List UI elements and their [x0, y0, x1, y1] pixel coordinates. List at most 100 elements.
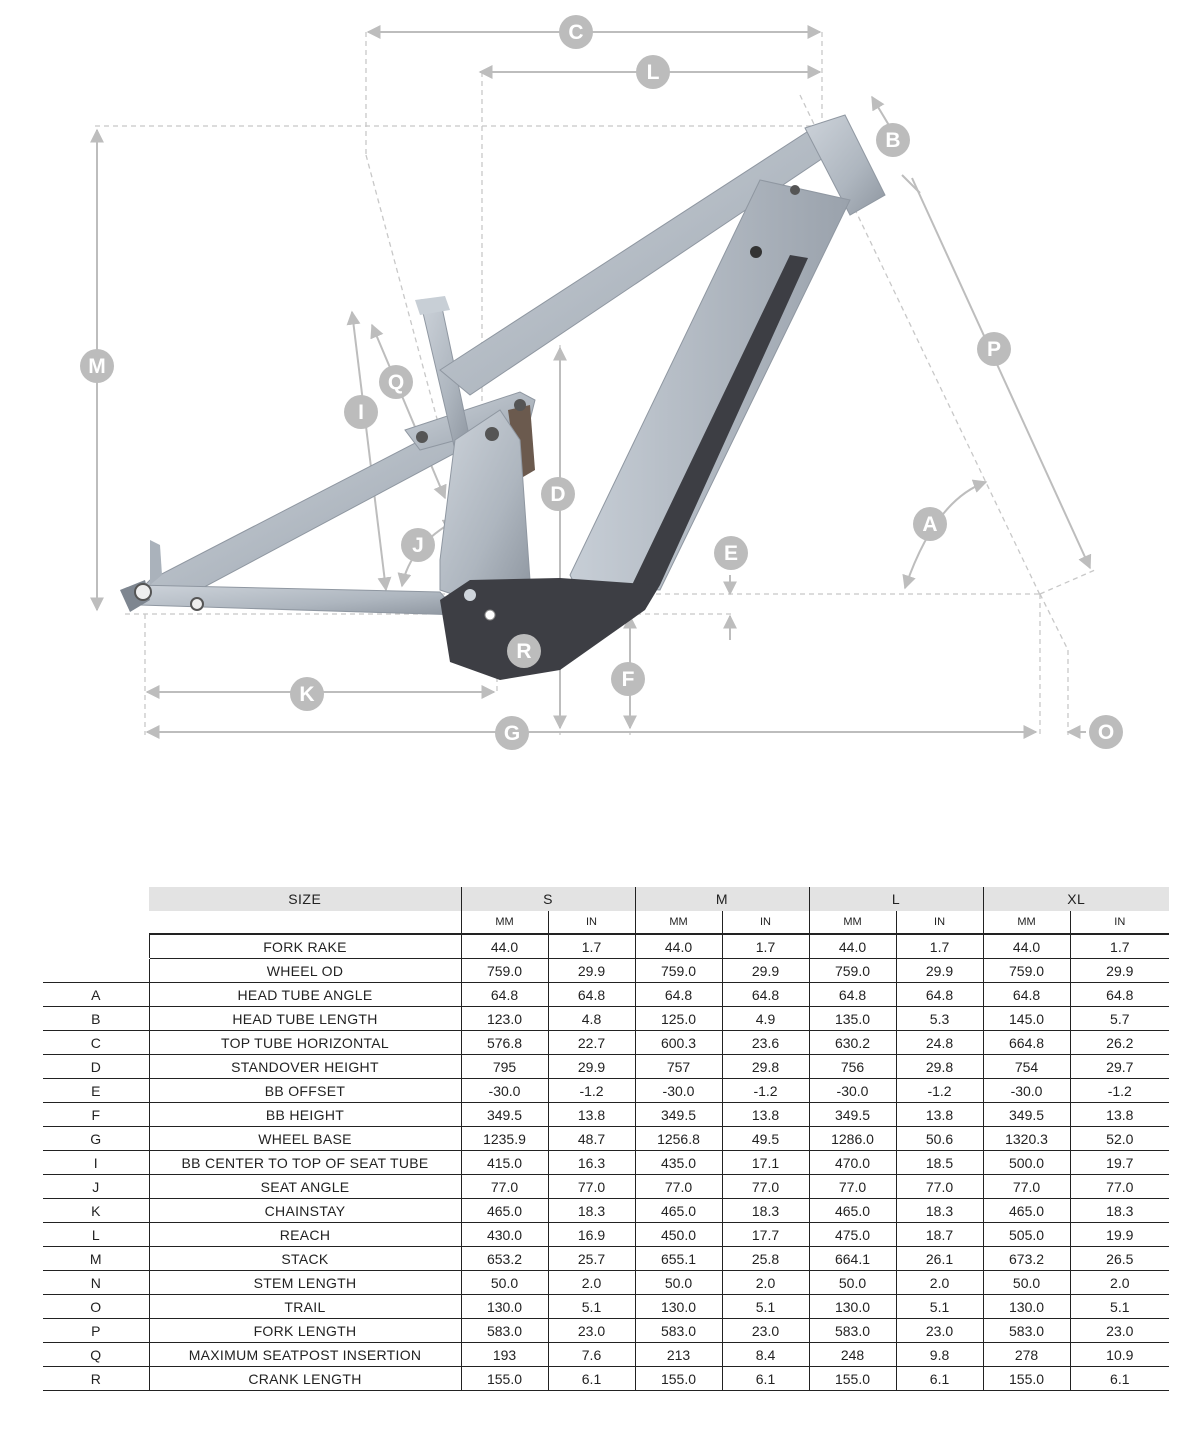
row-measurement-name: STACK: [149, 1246, 461, 1271]
cell-mm-value: 1320.3: [982, 1126, 1071, 1151]
cell-mm-value: 130.0: [634, 1294, 722, 1319]
cell-mm-value: 130.0: [460, 1294, 548, 1319]
cell-in-value: 29.9: [721, 958, 810, 983]
row-letter: K: [43, 1198, 150, 1223]
cell-in-value: 13.8: [1069, 1102, 1170, 1127]
unit-header: IN: [547, 911, 635, 935]
cell-mm-value: 1235.9: [460, 1126, 548, 1151]
cell-in-value: 23.0: [547, 1318, 635, 1343]
cell-mm-value: -30.0: [460, 1078, 548, 1103]
cell-in-value: 6.1: [547, 1366, 635, 1391]
cell-mm-value: 213: [634, 1342, 722, 1367]
row-letter: [43, 934, 149, 959]
dim-label-E: E: [714, 536, 748, 570]
dim-label-A: A: [913, 507, 947, 541]
dim-label-text: E: [724, 542, 738, 565]
cell-in-value: -1.2: [721, 1078, 810, 1103]
cell-mm-value: 450.0: [634, 1222, 722, 1247]
cell-mm-value: 583.0: [460, 1318, 548, 1343]
cell-in-value: 8.4: [721, 1342, 810, 1367]
dimension-labels: C L B M P Q I D A J E R F K G O: [80, 15, 1123, 750]
cell-mm-value: 77.0: [982, 1174, 1071, 1199]
row-measurement-name: WHEEL BASE: [149, 1126, 461, 1151]
dim-label-F: F: [611, 662, 645, 696]
cell-mm-value: 50.0: [808, 1270, 897, 1295]
cell-mm-value: 155.0: [634, 1366, 722, 1391]
cell-in-value: 2.0: [721, 1270, 810, 1295]
cell-in-value: 77.0: [1069, 1174, 1170, 1199]
row-letter: M: [43, 1246, 150, 1271]
cell-in-value: 18.3: [1069, 1198, 1170, 1223]
cell-in-value: -1.2: [547, 1078, 635, 1103]
cell-mm-value: 630.2: [808, 1030, 897, 1055]
cell-in-value: 1.7: [895, 934, 984, 959]
cell-mm-value: 600.3: [634, 1030, 722, 1055]
cell-mm-value: 77.0: [808, 1174, 897, 1199]
dim-label-text: O: [1098, 721, 1114, 744]
cell-mm-value: 155.0: [982, 1366, 1071, 1391]
cell-mm-value: 757: [634, 1054, 722, 1079]
cell-mm-value: 349.5: [808, 1102, 897, 1127]
row-letter: B: [43, 1006, 150, 1031]
cell-in-value: 2.0: [547, 1270, 635, 1295]
cell-mm-value: 349.5: [982, 1102, 1071, 1127]
dim-label-M: M: [80, 349, 114, 383]
cell-in-value: 52.0: [1069, 1126, 1170, 1151]
cell-in-value: 29.8: [895, 1054, 984, 1079]
cell-mm-value: 759.0: [460, 958, 548, 983]
dim-label-J: J: [401, 528, 435, 562]
cell-in-value: 18.7: [895, 1222, 984, 1247]
row-letter: O: [43, 1294, 150, 1319]
cell-in-value: 29.9: [1069, 958, 1170, 983]
row-letter: [43, 958, 150, 983]
cell-in-value: 1.7: [1069, 934, 1170, 959]
cell-mm-value: 193: [460, 1342, 548, 1367]
unit-header: MM: [634, 911, 722, 935]
cell-in-value: 13.8: [547, 1102, 635, 1127]
cell-mm-value: 50.0: [460, 1270, 548, 1295]
row-measurement-name: REACH: [149, 1222, 461, 1247]
row-letter: C: [43, 1030, 150, 1055]
cell-mm-value: 125.0: [634, 1006, 722, 1031]
cell-mm-value: 123.0: [460, 1006, 548, 1031]
row-measurement-name: BB HEIGHT: [149, 1102, 461, 1127]
cell-mm-value: 583.0: [982, 1318, 1071, 1343]
unit-header: IN: [1069, 911, 1170, 935]
cell-mm-value: 64.8: [460, 982, 548, 1007]
unit-header: IN: [895, 911, 984, 935]
row-measurement-name: BB CENTER TO TOP OF SEAT TUBE: [149, 1150, 461, 1175]
row-measurement-name: TOP TUBE HORIZONTAL: [149, 1030, 461, 1055]
row-measurement-name: BB OFFSET: [149, 1078, 461, 1103]
cell-in-value: 29.8: [721, 1054, 810, 1079]
cell-mm-value: 754: [982, 1054, 1071, 1079]
cell-mm-value: 44.0: [808, 934, 897, 959]
cell-mm-value: 278: [982, 1342, 1071, 1367]
dim-label-G: G: [495, 716, 529, 750]
dim-label-D: D: [541, 477, 575, 511]
header-blank: [43, 911, 149, 934]
row-letter: I: [43, 1150, 150, 1175]
unit-header: IN: [721, 911, 810, 935]
row-letter: F: [43, 1102, 150, 1127]
size-header-label: SIZE: [149, 887, 461, 911]
row-letter: N: [43, 1270, 150, 1295]
cell-in-value: 49.5: [721, 1126, 810, 1151]
cell-in-value: 1.7: [547, 934, 635, 959]
cell-in-value: 23.6: [721, 1030, 810, 1055]
row-letter: A: [43, 982, 150, 1007]
dim-label-B: B: [876, 123, 910, 157]
cell-mm-value: 583.0: [808, 1318, 897, 1343]
row-measurement-name: HEAD TUBE LENGTH: [149, 1006, 461, 1031]
cell-in-value: 64.8: [895, 982, 984, 1007]
cell-mm-value: 155.0: [808, 1366, 897, 1391]
unit-header: MM: [808, 911, 897, 935]
dim-label-text: K: [299, 683, 314, 706]
cell-mm-value: 465.0: [982, 1198, 1071, 1223]
dim-label-P: P: [977, 332, 1011, 366]
row-letter: J: [43, 1174, 150, 1199]
